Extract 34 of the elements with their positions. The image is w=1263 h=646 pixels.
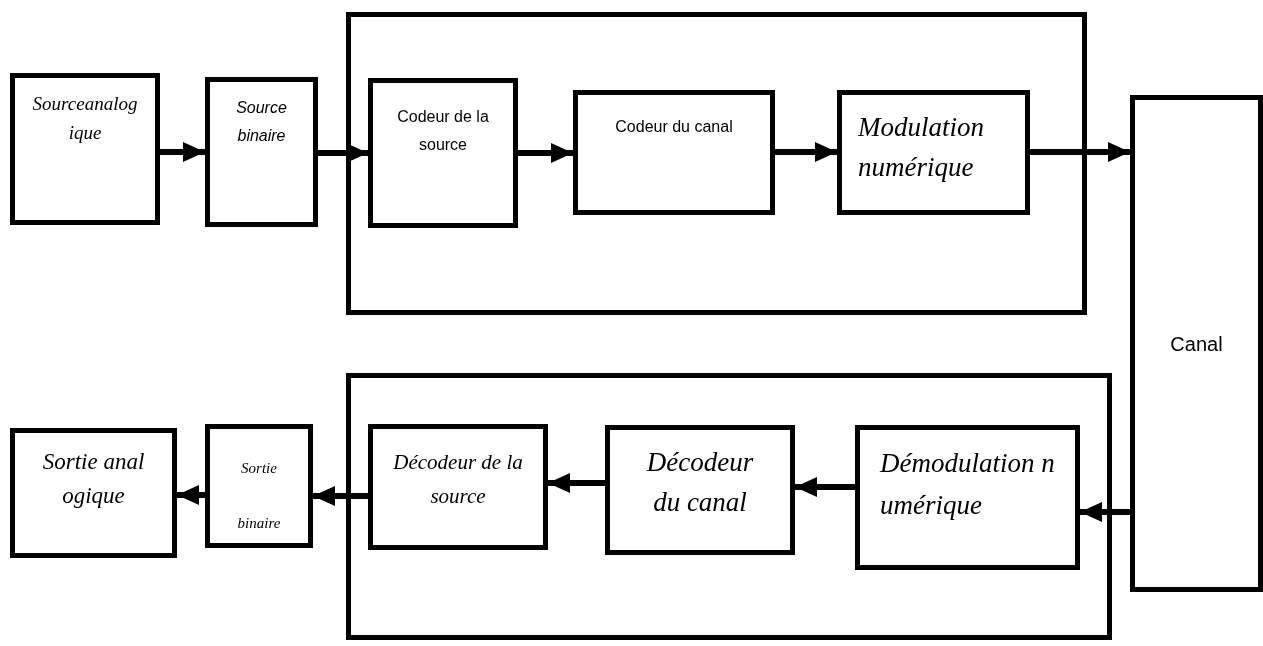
box-label: Décodeur du canal (645, 446, 755, 519)
box-label: Sourceanalogique (31, 92, 139, 145)
box-label: Codeur du canal (615, 117, 733, 137)
arrow (518, 143, 573, 163)
process-box (205, 424, 313, 548)
box-label: Modulation numérique (858, 111, 985, 184)
arrow (1030, 142, 1130, 162)
process-box (855, 425, 1080, 570)
arrow (775, 142, 837, 162)
arrow (548, 473, 605, 493)
arrow (795, 477, 855, 497)
arrow (318, 143, 368, 163)
process-box (573, 90, 775, 215)
process-box (368, 78, 518, 228)
box-label: Source binaire (235, 98, 288, 146)
process-box (205, 77, 318, 227)
box-label: Codeur de la source (396, 107, 490, 155)
arrow (160, 142, 205, 162)
box-label: Décodeur de la source (392, 449, 524, 510)
arrow (177, 485, 205, 505)
decoder-frame (346, 373, 1112, 640)
process-box (837, 90, 1030, 215)
arrow (313, 486, 368, 506)
process-box (605, 425, 795, 555)
encoder-frame (346, 12, 1087, 315)
box-label: Sortie analogique (41, 448, 146, 510)
process-box (368, 424, 548, 550)
process-box (10, 73, 160, 225)
box-label: Sortie binaire (236, 459, 282, 533)
box-label: Canal (1170, 331, 1223, 357)
box-label: Démodulation numérique (880, 447, 1055, 522)
arrow (1080, 502, 1130, 522)
process-box (10, 428, 177, 558)
channel-box (1130, 95, 1263, 592)
